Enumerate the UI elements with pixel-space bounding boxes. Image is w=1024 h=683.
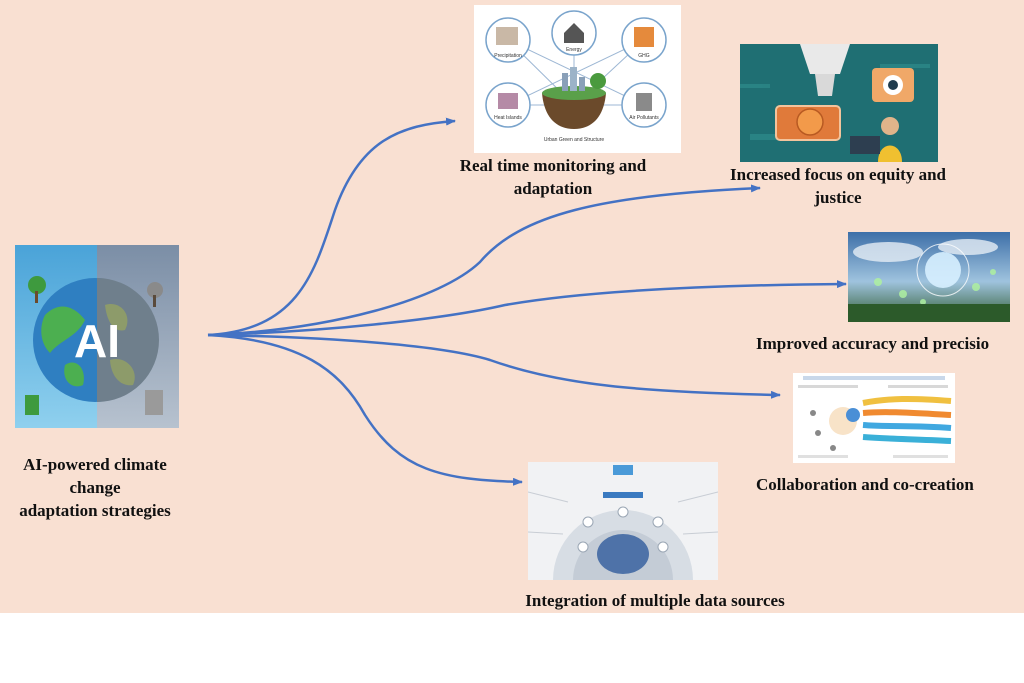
collaboration-image [793, 373, 955, 463]
center-label-line: AI-powered climate [23, 455, 167, 474]
data-integration-image [528, 462, 718, 580]
accuracy-label-line: Improved accuracy and precisio [756, 334, 990, 353]
monitoring-image-text: Air Pollutants [629, 115, 659, 121]
center-label-line: adaptation strategies [19, 501, 171, 520]
monitoring-label: Real time monitoring and adaptation [430, 154, 676, 200]
monitoring-diagram-image: Precipitation Energy GHG Heat Islands Ai… [474, 5, 681, 153]
monitoring-image-text: Energy [566, 47, 582, 53]
equity-label-line: Increased focus on equity and [730, 165, 946, 184]
equity-justice-image [740, 44, 938, 162]
monitoring-image-text: GHG [638, 53, 650, 59]
collaboration-label-line: Collaboration and co-creation [756, 475, 974, 494]
monitoring-image-text: Precipitation [494, 53, 522, 59]
center-label-line: change [69, 478, 121, 497]
monitoring-label-line: Real time monitoring and [459, 156, 647, 175]
data-integration-label: Integration of multiple data sources [470, 589, 840, 612]
data-integration-label-line: Integration of multiple data sources [525, 591, 785, 610]
accuracy-precision-image [848, 232, 1010, 322]
ai-logo-text: AI [74, 315, 120, 367]
collaboration-label: Collaboration and co-creation [756, 473, 1024, 496]
equity-label: Increased focus on equity and justice [700, 163, 976, 209]
arrow-to-real-time-monitoring [207, 117, 456, 337]
monitoring-label-line: adaptation [513, 179, 593, 198]
equity-label-line: justice [814, 188, 862, 207]
arrow-to-accuracy-precision [207, 280, 847, 337]
arrow-to-equity-justice [207, 184, 761, 337]
arrow-to-collaboration [207, 333, 781, 399]
diagram-canvas: AI AI-powered climate change adaptation … [0, 0, 1024, 613]
monitoring-image-text: Heat Islands [494, 115, 522, 121]
ai-globe-image: AI [15, 245, 179, 428]
accuracy-label: Improved accuracy and precisio [756, 332, 1024, 355]
arrows-layer [207, 117, 847, 486]
center-label: AI-powered climate change adaptation str… [0, 453, 190, 522]
monitoring-image-text: Urban Green and Structure [544, 137, 605, 143]
arrow-to-data-integration [207, 333, 523, 486]
